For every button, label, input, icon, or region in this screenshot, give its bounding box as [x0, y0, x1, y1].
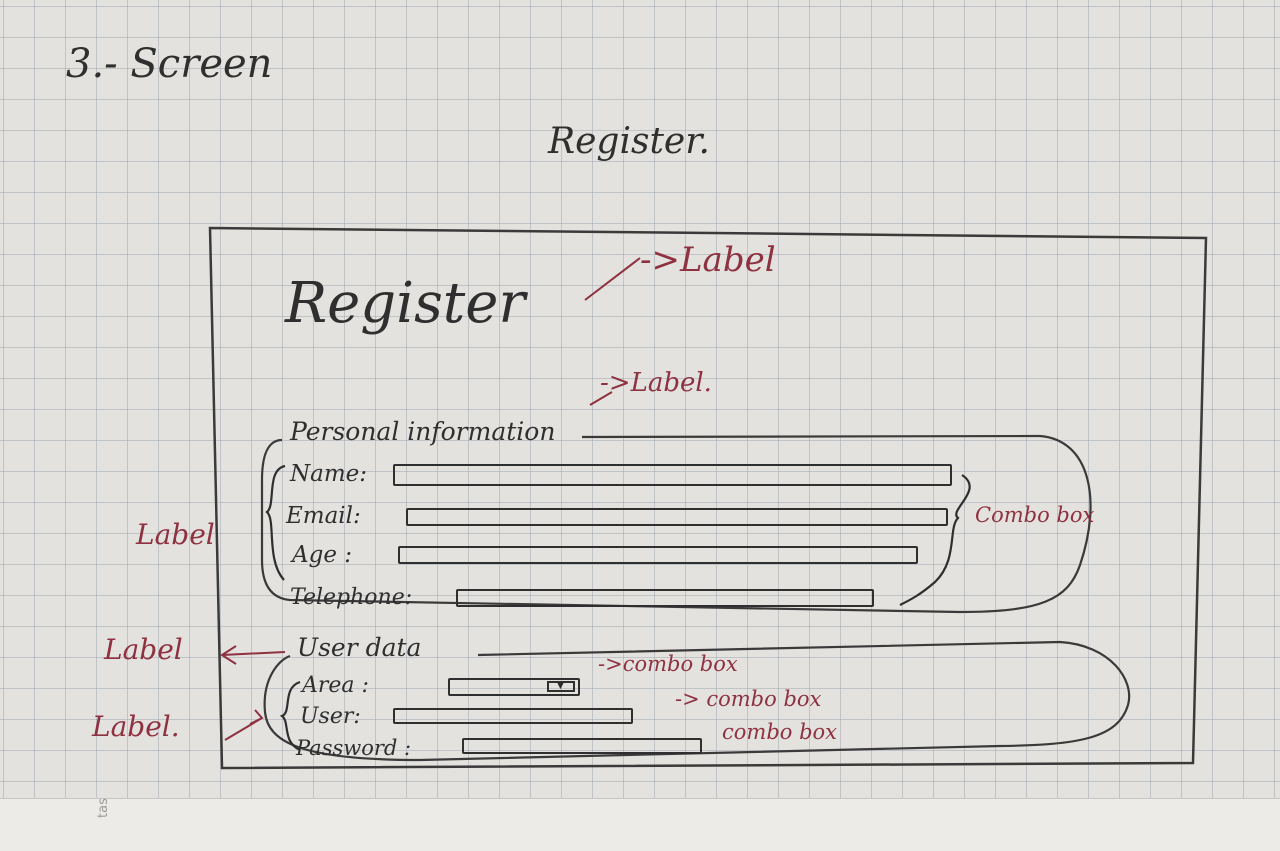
area-label: Area : — [302, 673, 369, 698]
name-label: Name: — [290, 461, 368, 487]
name-field[interactable] — [393, 464, 952, 486]
annotation-left-label-1: Label — [136, 518, 215, 551]
right-brace-personal — [899, 474, 971, 606]
age-label: Age : — [292, 542, 353, 568]
telephone-label: Telephone: — [290, 585, 413, 610]
paper-bottom-strip — [0, 798, 1280, 851]
password-label: Password : — [296, 736, 412, 760]
annotation-label-2: ->Label. — [600, 368, 712, 398]
form-title: Register — [285, 271, 526, 336]
annotation-left-label-3: Label. — [92, 710, 180, 743]
window-frame — [208, 226, 1208, 770]
personal-info-group-outline — [260, 434, 1092, 614]
chevron-down-icon: ▼ — [557, 681, 564, 691]
annotation-combo-box-user: -> combo box — [675, 687, 822, 711]
arrow-left-user-fields — [224, 709, 264, 741]
annotation-combo-box-area: ->combo box — [598, 652, 738, 676]
left-brace-personal — [265, 464, 286, 581]
user-label: User: — [300, 704, 361, 729]
left-brace-user — [279, 680, 301, 752]
annotation-combo-box-password: combo box — [722, 720, 838, 744]
user-data-group-outline — [263, 640, 1131, 762]
dropdown-button[interactable]: ▼ — [547, 681, 575, 692]
annotation-stroke-label-2 — [589, 391, 613, 406]
annotation-stroke-label-1 — [584, 257, 641, 301]
annotation-combo-box-personal: Combo box — [975, 503, 1095, 527]
annotation-label-1: ->Label — [640, 240, 776, 280]
email-field[interactable] — [406, 508, 948, 526]
area-combo-box[interactable]: ▼ — [448, 678, 580, 696]
section-user-data: User data — [297, 633, 422, 662]
annotation-left-label-2: Label — [104, 633, 183, 666]
user-field[interactable] — [393, 708, 633, 724]
screen-title: Register. — [548, 121, 710, 162]
password-field[interactable] — [462, 738, 702, 754]
section-personal-information: Personal information — [290, 417, 556, 446]
telephone-field[interactable] — [456, 589, 874, 607]
sketch-heading: 3.- Screen — [66, 41, 273, 87]
email-label: Email: — [286, 503, 361, 529]
arrow-left-user-data — [220, 645, 286, 665]
age-field[interactable] — [398, 546, 918, 564]
